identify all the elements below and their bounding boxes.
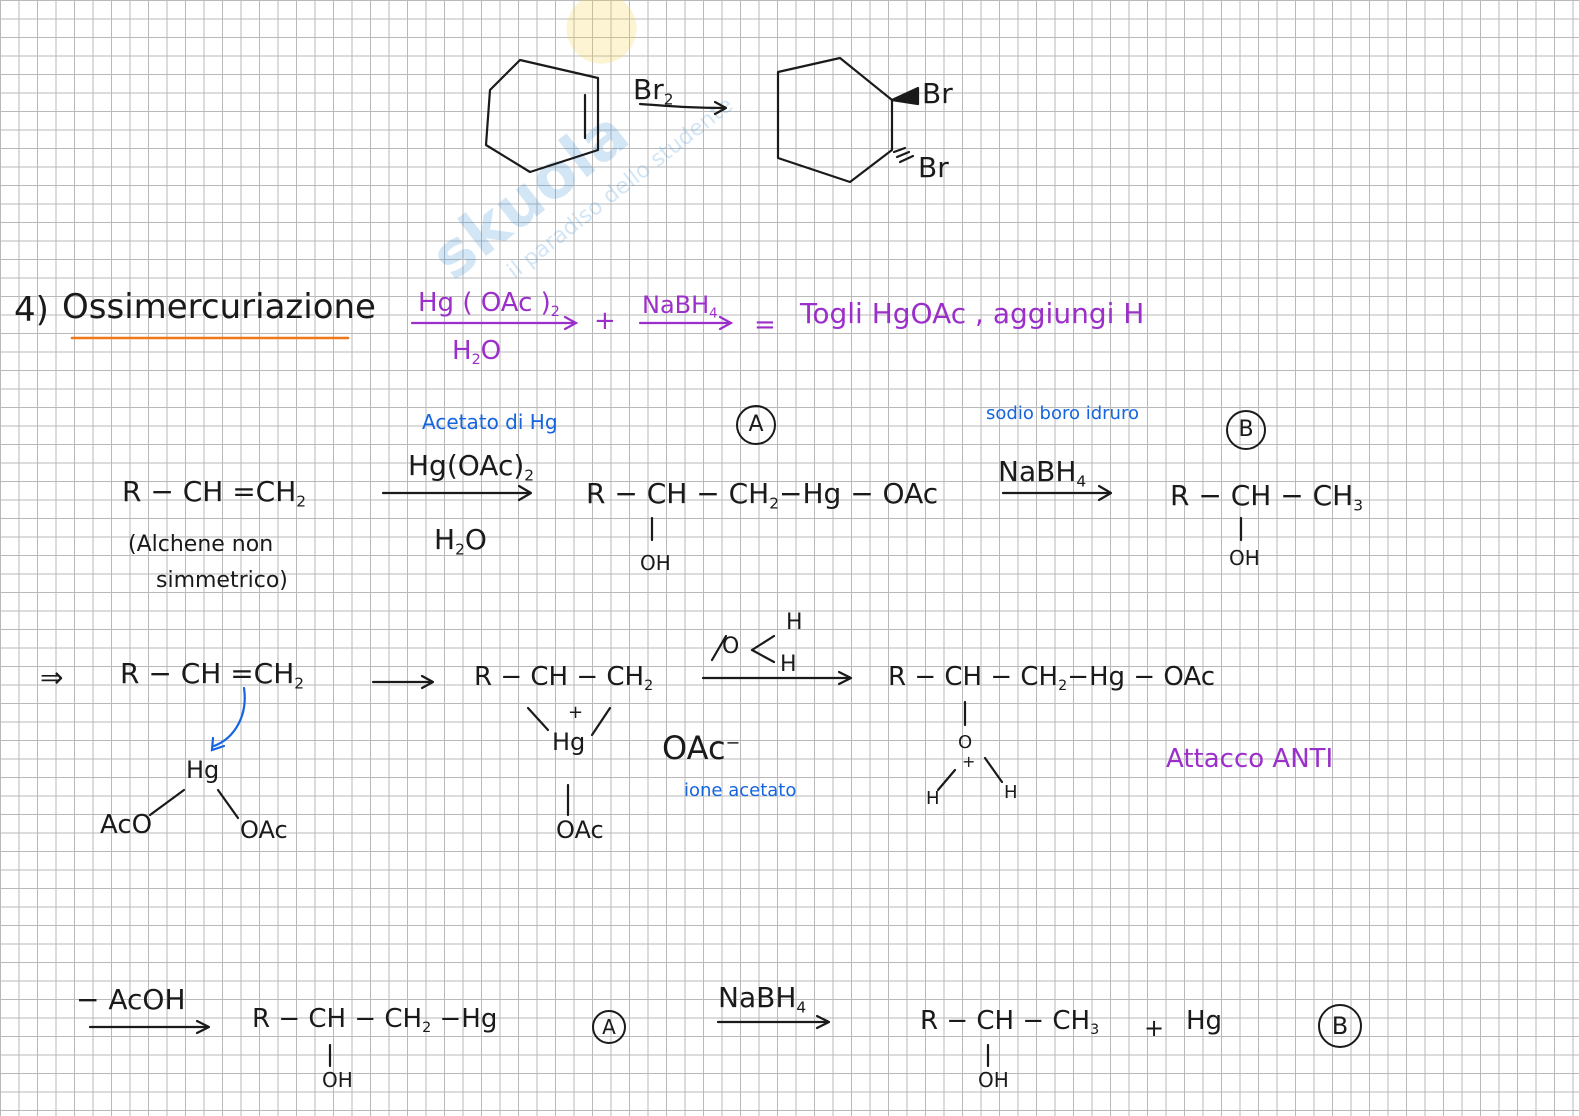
label-a-final: A: [592, 1010, 626, 1044]
mercury-center: Hg: [186, 756, 220, 784]
summary-plus: +: [594, 306, 616, 336]
product-br-bottom: Br: [918, 151, 949, 184]
mercurinium-hg: Hg: [552, 728, 586, 756]
summary-solvent: H2O: [452, 336, 502, 368]
overview-intermediate: R − CH − CH2−Hg − OAc: [586, 477, 939, 513]
final-byproduct-hg: Hg: [1186, 1006, 1223, 1036]
final-reagent-2: NaBH4: [718, 981, 807, 1017]
mechanism-alkene: R − CH =CH2: [120, 657, 305, 693]
water-h-2: H: [780, 652, 797, 677]
label-b-final: B: [1318, 1004, 1362, 1048]
summary-reagent-2: NaBH4: [642, 291, 718, 322]
oxonium-h-1: H: [926, 788, 940, 809]
acetoxy-left: AcO: [100, 810, 153, 840]
overview-intermediate-oh: OH: [640, 551, 671, 575]
oxonium-h-2: H: [1004, 782, 1018, 803]
oxonium-chain: R − CH − CH2−Hg − OAc: [888, 662, 1216, 694]
summary-text: Togli HgOAc , aggiungi H: [800, 297, 1145, 330]
mercurinium-plus: +: [568, 702, 584, 723]
label-b-overview: B: [1226, 410, 1266, 450]
mercurinium-chain: R − CH − CH2: [474, 662, 654, 694]
product-br-top: Br: [922, 77, 953, 110]
acetate-note: Acetato di Hg: [422, 410, 558, 434]
final-product-oh: OH: [978, 1068, 1009, 1092]
overview-alkene: R − CH =CH2: [122, 475, 307, 511]
anti-attack-note: Attacco ANTI: [1166, 744, 1334, 774]
overview-product: R − CH − CH3: [1170, 479, 1363, 515]
overview-reagent-1: Hg(OAc)2: [408, 449, 535, 485]
label-a-overview: A: [736, 405, 776, 445]
final-plus: +: [1144, 1014, 1165, 1042]
final-reagent-1: − AcOH: [76, 983, 186, 1016]
summary-equals: =: [754, 310, 776, 340]
acetate-ion-note: ione acetato: [684, 780, 797, 801]
acetoxy-right: OAc: [240, 816, 288, 844]
implies-symbol: ⇒: [40, 661, 64, 694]
acetate-ion: OAc−: [662, 729, 741, 767]
final-intermediate: R − CH − CH2 −Hg: [252, 1004, 498, 1036]
summary-reagent-1: Hg ( OAc )2: [418, 288, 560, 320]
bromination-arrow: [638, 102, 727, 110]
mercurinium-oac: OAc: [556, 816, 604, 844]
section-title: Ossimercuriazione: [62, 287, 376, 327]
electron-push-arrow: [212, 686, 246, 748]
section-number: 4): [14, 290, 49, 330]
reducer-note: sodio boro idruro: [986, 403, 1139, 424]
overview-solvent: H2O: [434, 523, 487, 559]
alkene-note-1: (Alchene non: [128, 532, 274, 557]
overview-product-oh: OH: [1229, 546, 1260, 570]
oxonium-oxygen: O: [958, 732, 973, 753]
cyclohexene-ring: [484, 58, 600, 174]
final-product: R − CH − CH3: [920, 1006, 1100, 1038]
overview-reagent-2: NaBH4: [998, 455, 1087, 491]
water-h-1: H: [786, 610, 803, 635]
alkene-note-2: simmetrico): [156, 568, 288, 593]
dibromocyclohexane-ring: [776, 56, 894, 184]
water-oxygen: O: [722, 634, 740, 659]
final-intermediate-oh: OH: [322, 1068, 353, 1092]
bromine-reagent: Br2: [633, 73, 674, 109]
wedge-bond: [890, 86, 920, 106]
oxonium-plus: +: [962, 752, 976, 771]
